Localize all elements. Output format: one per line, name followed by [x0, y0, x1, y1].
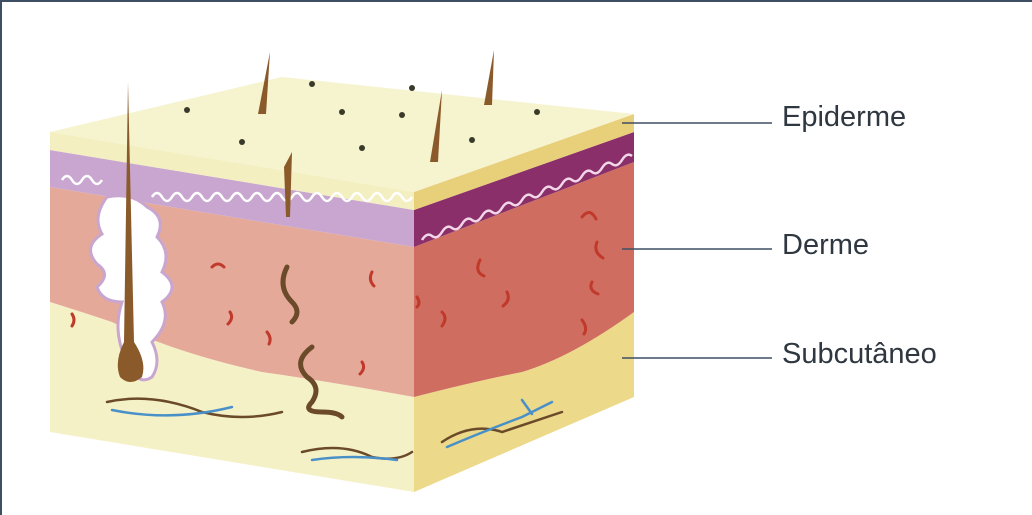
label-subcutaneo: Subcutâneo [782, 340, 937, 369]
label-derme: Derme [782, 231, 869, 260]
label-epiderme: Epiderme [782, 103, 906, 132]
